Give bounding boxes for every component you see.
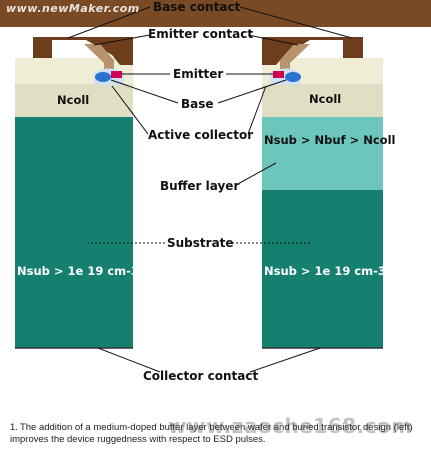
right-base [285,72,301,82]
left-substrate [15,117,133,348]
left-ncoll-region [15,84,133,117]
caption-number: 1. [10,422,18,433]
watermark-bottom: www.zaoche168.com [168,414,413,438]
leader-base-contact-left [67,6,151,39]
label-base: Base [181,97,214,111]
left-ncoll-label: Ncoll [57,93,90,107]
label-base-contact: Base contact [153,0,241,14]
right-ncoll-region [262,84,383,117]
right-substrate [262,190,383,348]
left-substrate-doping-label: Nsub > 1e 19 cm-3 [17,264,139,278]
leader-base-contact-right [239,6,353,39]
left-emitter [111,71,122,78]
leader-collector-contact-right [249,347,321,373]
left-base-contact-metal [33,37,133,65]
label-collector-contact: Collector contact [143,369,259,383]
left-emitter-metal [84,44,114,72]
watermark-top: www.newMaker.com [6,2,140,15]
label-substrate: Substrate [167,236,234,250]
left-base [95,72,111,82]
right-ncoll-label: Ncoll [309,92,342,106]
leader-buffer-layer [235,162,277,186]
right-emitter [273,71,284,78]
leader-active-collector-left [111,85,149,135]
leader-base-right [217,79,287,104]
leader-active-collector-right [247,85,267,135]
label-emitter-contact: Emitter contact [148,27,254,41]
left-device [15,37,133,349]
leader-base-left [110,79,179,104]
right-base-contact-metal [262,37,363,65]
leader-emitter-contact-left [93,34,151,46]
right-buffer-layer [262,117,383,190]
leader-lines [67,6,353,373]
label-active-collector: Active collector [148,128,254,142]
figure-caption: 1.The addition of a medium-doped buffer … [10,422,422,446]
leader-collector-contact-left [97,347,161,373]
right-buffer-doping-label: Nsub > Nbuf > Ncoll [264,133,396,147]
right-substrate-doping-label: Nsub > 1e 19 cm-3 [264,264,386,278]
right-device [262,37,383,349]
right-emitter-metal [280,44,310,72]
leader-emitter-contact-right [247,34,299,46]
label-emitter: Emitter [173,67,224,81]
label-buffer-layer: Buffer layer [160,179,240,193]
top-band [0,0,431,27]
caption-text: The addition of a medium-doped buffer la… [10,422,413,445]
